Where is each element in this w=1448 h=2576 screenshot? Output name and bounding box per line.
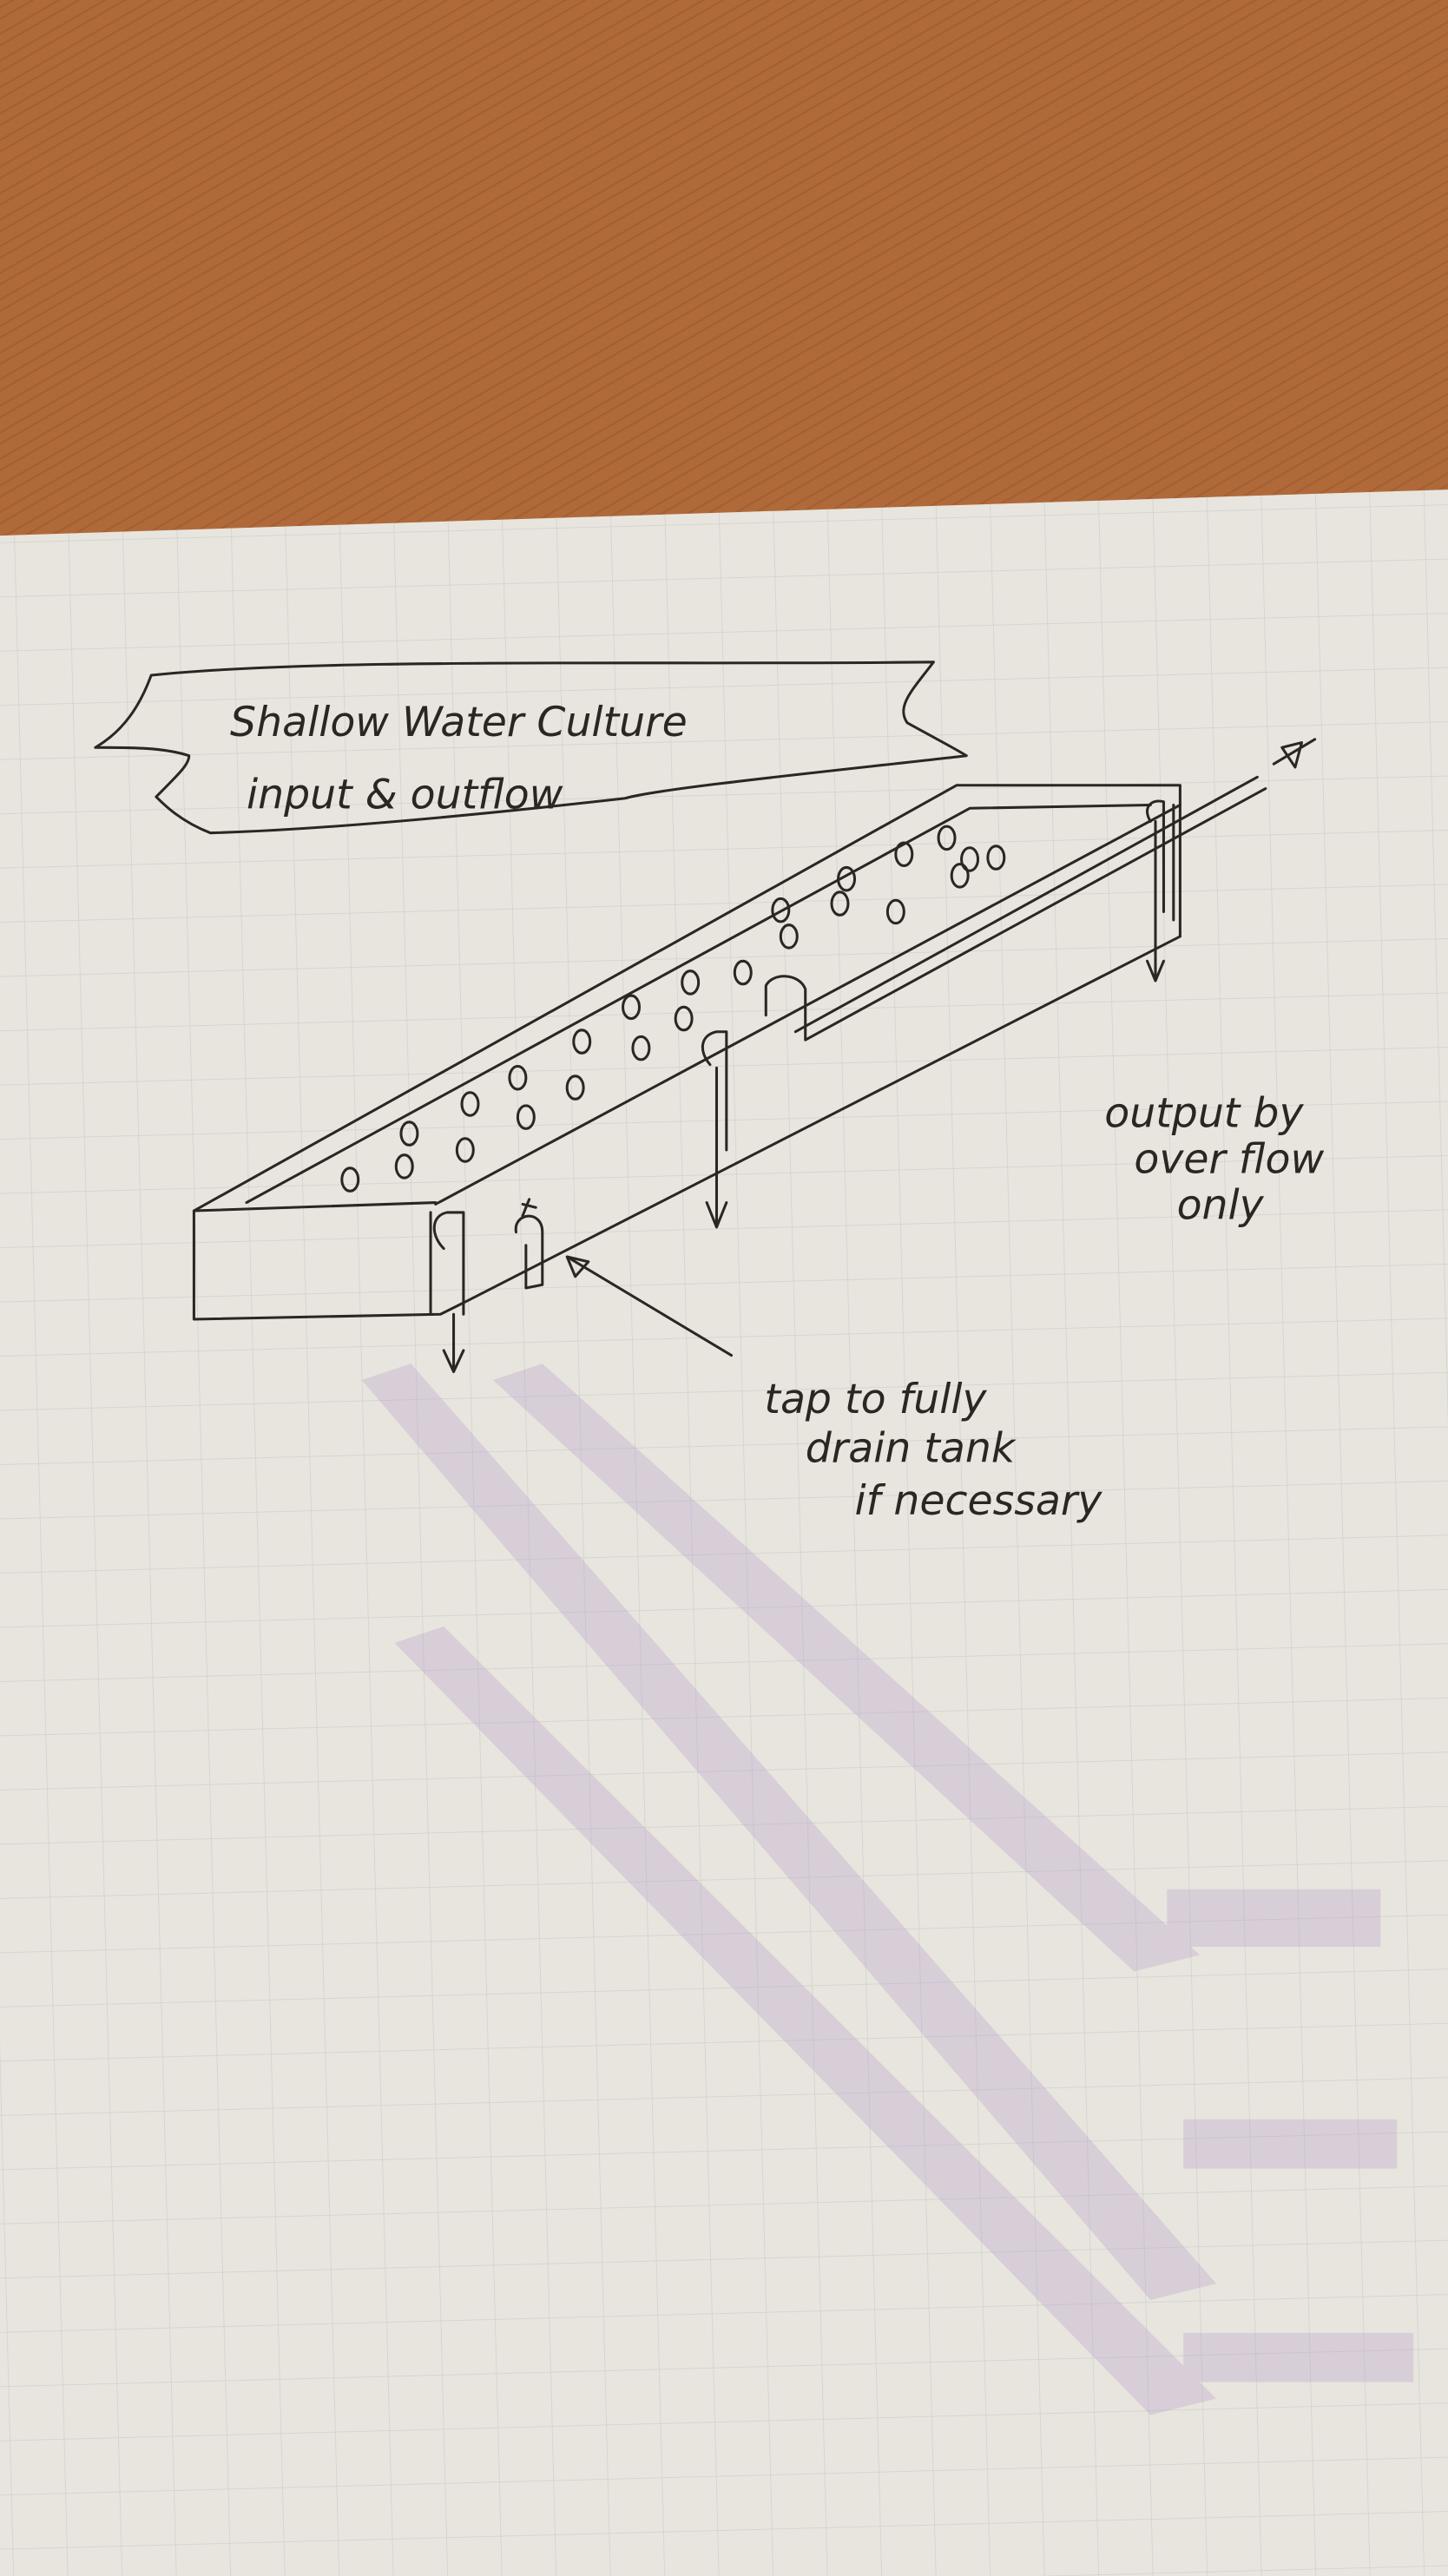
input-pipe [764,738,1317,1042]
tap-note-line3: if necessary [855,1477,1103,1525]
overflow-pipe-front [429,1211,465,1374]
overflow-pipe-middle [701,1030,728,1229]
overflow-note-line2: over flow [1134,1136,1324,1184]
drain-tap [514,1198,544,1290]
tap-note-line1: tap to fully [764,1376,987,1423]
tap-pointer-arrow [565,1255,734,1357]
overflow-pipe-back [1146,799,1175,982]
overflow-note-line1: output by [1104,1090,1304,1138]
ink-smudges [361,1364,1414,2415]
wood-table [0,0,1448,559]
tank-sketch [192,738,1317,1374]
overflow-note-line3: only [1177,1182,1265,1230]
tap-note-line2: drain tank [806,1425,1017,1473]
net-pot-holes [340,825,1006,1193]
title-banner: Shallow Water Culture input & outflow [94,660,968,835]
banner-title: Shallow Water Culture [230,699,688,746]
tap-note: tap to fully drain tank if necessary [764,1376,1102,1525]
graph-paper-page [0,490,1448,2576]
overflow-note: output by over flow only [1104,1090,1324,1230]
banner-subtitle: input & outflow [247,771,563,818]
